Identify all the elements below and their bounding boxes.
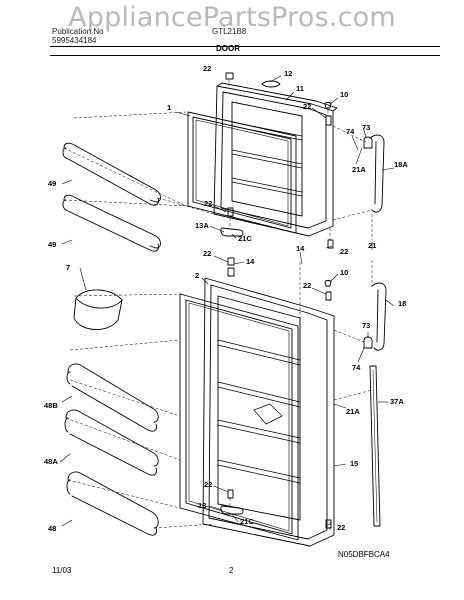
- callout-c37A: 37A: [390, 397, 404, 406]
- callout-c21Ab: 21A: [346, 407, 360, 416]
- callout-c18: 18: [398, 299, 406, 308]
- callout-c74a: 74: [346, 127, 355, 136]
- callout-c73a: 73: [362, 123, 370, 132]
- callout-c10a: 10: [340, 90, 348, 99]
- handle-screw-73a: [363, 136, 373, 149]
- callout-c13: 13: [198, 501, 206, 510]
- handle-screw-73b: [363, 336, 373, 349]
- freezer-hinge-cap-12: [261, 80, 281, 88]
- callout-pointer-lines: [59, 75, 395, 527]
- callout-c1: 1: [167, 103, 171, 112]
- assembly-leader-lines: [63, 80, 373, 530]
- callout-c22e: 22: [203, 249, 211, 258]
- fresh-food-bin-48B: [66, 363, 159, 432]
- header-rule-top: [50, 46, 440, 47]
- fresh-food-bin-48A: [64, 409, 159, 476]
- callout-c14b: 14: [246, 257, 255, 266]
- freezer-door-shelves: [231, 121, 303, 197]
- freezer-bin-upper: [62, 142, 161, 206]
- dairy-door-cover-7: [73, 289, 123, 330]
- hinge-pin-10b: [324, 280, 332, 287]
- header-model-number: GTL21B8: [212, 27, 247, 36]
- footer-diagram-code: N05DBFBCA4: [338, 550, 390, 559]
- freezer-bin-lower: [62, 194, 161, 252]
- callout-c7: 7: [66, 263, 70, 272]
- callout-c11: 11: [296, 84, 304, 93]
- fresh-food-door-outer-panel: [202, 277, 335, 547]
- callout-c14a: 14: [296, 244, 305, 253]
- callout-c21Aa: 21A: [352, 165, 366, 174]
- section-title: DOOR: [216, 44, 240, 53]
- header-publication-label: Publication No: [52, 27, 104, 36]
- callout-c18A: 18A: [394, 160, 408, 169]
- footer-date: 11/03: [52, 566, 72, 575]
- callout-c15: 15: [350, 459, 358, 468]
- screw-22h: [325, 519, 332, 529]
- callout-c12: 12: [284, 69, 292, 78]
- callout-c49a: 49: [48, 179, 56, 188]
- handle-18: [371, 282, 387, 351]
- freezer-lower-hinge-13A: [220, 207, 244, 237]
- handle-trim-37A: [369, 365, 381, 527]
- callout-c73b: 73: [362, 321, 370, 330]
- handle-18A: [369, 134, 385, 213]
- hinge-pin-10a: [324, 102, 332, 109]
- callout-c22c: 22: [204, 199, 212, 208]
- callout-c21Ca: 21C: [238, 234, 252, 243]
- callout-c22h: 22: [337, 523, 345, 532]
- screw-22f: [325, 291, 332, 301]
- callout-c21Cb: 21C: [240, 517, 254, 526]
- callout-c13A: 13A: [195, 221, 209, 230]
- header-rule-bottom: [50, 55, 440, 56]
- fresh-food-door-shelves: [217, 339, 301, 484]
- watermark: AppliancePartsPros.com: [68, 2, 396, 33]
- callout-c22f: 22: [303, 281, 311, 290]
- callout-c74b: 74: [352, 363, 361, 372]
- callout-c49b: 49: [48, 240, 56, 249]
- header-publication-number: 5995434184: [52, 36, 97, 45]
- callout-c22g: 22: [204, 480, 212, 489]
- fresh-food-door-gasket: [179, 293, 299, 541]
- callout-c2: 2: [195, 271, 199, 280]
- callout-c22d: 22: [340, 247, 348, 256]
- screw-22d: [327, 239, 334, 249]
- freezer-top-screw: [225, 72, 234, 80]
- screw-22b: [325, 115, 332, 126]
- callout-c48: 48: [48, 524, 56, 533]
- footer-page-number: 2: [229, 566, 234, 575]
- callout-c48A: 48A: [44, 457, 58, 466]
- fresh-food-lower-hinge-13: [220, 489, 244, 515]
- callout-c10b: 10: [340, 268, 348, 277]
- callout-c22b: 22: [303, 102, 311, 111]
- callout-c22a: 22: [203, 64, 211, 73]
- freezer-door-gasket: [187, 111, 297, 234]
- screw-22e: [227, 257, 235, 277]
- callout-c21: 21: [368, 241, 376, 250]
- freezer-door-outer-panel: [213, 82, 338, 237]
- fresh-food-bin-48: [66, 471, 159, 536]
- callout-c48B: 48B: [44, 401, 58, 410]
